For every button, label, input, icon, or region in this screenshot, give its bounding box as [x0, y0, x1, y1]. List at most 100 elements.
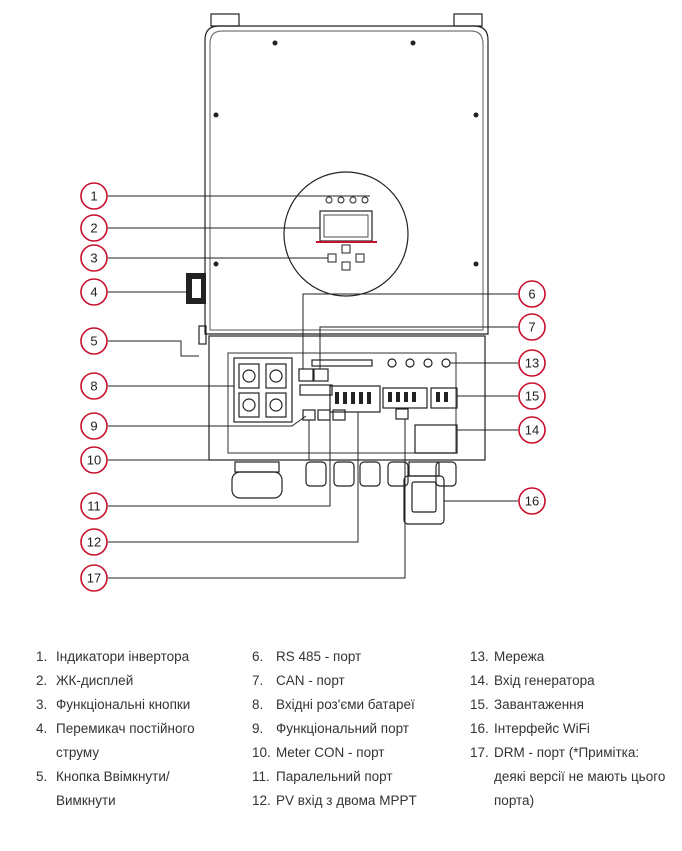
- legend-text: Паралельний порт: [276, 769, 393, 784]
- legend-number: 4.: [36, 721, 48, 736]
- legend-number: 10.: [252, 745, 271, 760]
- callout-label-6: 6: [528, 287, 535, 302]
- callout-circle-10: [80, 446, 108, 474]
- callout-label-5: 5: [90, 334, 97, 349]
- load-terminal: [430, 387, 458, 409]
- callout-circle-13: [518, 349, 546, 377]
- legend-number: 6.: [252, 649, 264, 664]
- callout-label-7: 7: [528, 320, 535, 335]
- callout-circle-1: [80, 182, 108, 210]
- legend-number: 5.: [36, 769, 48, 784]
- callout-circle-15: [518, 382, 546, 410]
- front-panel-circle: [283, 171, 409, 297]
- callout-label-12: 12: [87, 535, 101, 550]
- legend-number: 3.: [36, 697, 48, 712]
- parallel-port-1: [317, 409, 331, 421]
- legend-number: 14.: [470, 673, 489, 688]
- callout-label-14: 14: [525, 423, 539, 438]
- callout-label-13: 13: [525, 356, 539, 371]
- legend-text: Вимкнути: [56, 793, 116, 808]
- legend-number: 15.: [470, 697, 489, 712]
- drm-port: [395, 408, 409, 420]
- callout-circle-8: [80, 372, 108, 400]
- rs485-port: [298, 368, 314, 382]
- legend-text: Перемикач постійного: [56, 721, 195, 736]
- legend-number: 13.: [470, 649, 489, 664]
- dc-switch-knob: [192, 279, 201, 298]
- wiring-box: [208, 335, 486, 461]
- callout-circle-9: [80, 412, 108, 440]
- callout-label-11: 11: [87, 499, 101, 514]
- legend-text: Завантаження: [494, 697, 584, 712]
- legend-text: Вхідні роз'єми батареї: [276, 697, 415, 712]
- wifi-dongle: [403, 475, 445, 525]
- callout-label-3: 3: [90, 251, 97, 266]
- callout-label-9: 9: [90, 419, 97, 434]
- legend-number: 16.: [470, 721, 489, 736]
- callout-label-15: 15: [525, 389, 539, 404]
- wiring-box-inner: [227, 352, 457, 454]
- legend-number: 11.: [252, 769, 270, 784]
- legend-number: 1.: [36, 649, 48, 664]
- callout-circle-7: [518, 313, 546, 341]
- legend-number: 9.: [252, 721, 264, 736]
- callout-circle-2: [80, 214, 108, 242]
- callout-circle-5: [80, 327, 108, 355]
- function-buttons: [327, 244, 365, 271]
- lcd-screen: [323, 214, 369, 238]
- inverter-body-inner: [209, 30, 484, 331]
- legend-text: Інтерфейс WiFi: [494, 721, 590, 736]
- legend-text: Індикатори інвертора: [56, 649, 190, 664]
- function-port: [299, 384, 333, 396]
- callout-circle-17: [80, 564, 108, 592]
- callout-circle-14: [518, 416, 546, 444]
- legend-text: деякі версії не мають цього: [494, 769, 666, 784]
- legend-text: Функціональні кнопки: [56, 697, 191, 712]
- legend-text: PV вхід з двома MPPT: [276, 793, 417, 808]
- callout-circle-6: [518, 280, 546, 308]
- legend-number: 12.: [252, 793, 271, 808]
- legend-text: Meter CON - порт: [276, 745, 385, 760]
- callout-circle-3: [80, 244, 108, 272]
- callout-label-2: 2: [90, 221, 97, 236]
- legend-text: DRM - порт (*Примітка:: [494, 745, 640, 760]
- inverter-indicators: [325, 196, 369, 204]
- leader-lines: [108, 195, 518, 579]
- legend-number: 17.: [470, 745, 489, 760]
- body-screws: [213, 40, 479, 267]
- callout-circle-12: [80, 528, 108, 556]
- callout-label-8: 8: [90, 379, 97, 394]
- can-port: [313, 368, 329, 382]
- callout-circle-16: [518, 487, 546, 515]
- legend-text: порта): [494, 793, 535, 808]
- battery-connector-block: [233, 357, 293, 423]
- cable-glands: [231, 461, 457, 525]
- legend-number: 2.: [36, 673, 48, 688]
- legend-text: Функціональний порт: [276, 721, 409, 736]
- inverter-body: [204, 25, 489, 335]
- parallel-port-2: [332, 409, 346, 421]
- legend-text: Мережа: [494, 649, 545, 664]
- generator-terminal: [414, 424, 458, 454]
- pv-terminal: [329, 385, 381, 413]
- callout-circle-11: [80, 492, 108, 520]
- callout-label-1: 1: [90, 189, 97, 204]
- legend-text: Вхід генератора: [494, 673, 595, 688]
- power-button: [198, 325, 207, 345]
- legend-text: Кнопка Ввімкнути/: [56, 769, 170, 784]
- callout-label-17: 17: [87, 571, 101, 586]
- legend-text: RS 485 - порт: [276, 649, 362, 664]
- callout-label-16: 16: [525, 494, 539, 509]
- callout-circle-4: [80, 278, 108, 306]
- legend-text: CAN - порт: [276, 673, 345, 688]
- legend-number: 8.: [252, 697, 264, 712]
- callout-label-10: 10: [87, 453, 101, 468]
- callout-label-4: 4: [90, 285, 97, 300]
- legend-number: 7.: [252, 673, 264, 688]
- grid-terminal: [382, 387, 428, 409]
- legend-text: струму: [56, 745, 100, 760]
- legend-text: ЖК-дисплей: [56, 673, 134, 688]
